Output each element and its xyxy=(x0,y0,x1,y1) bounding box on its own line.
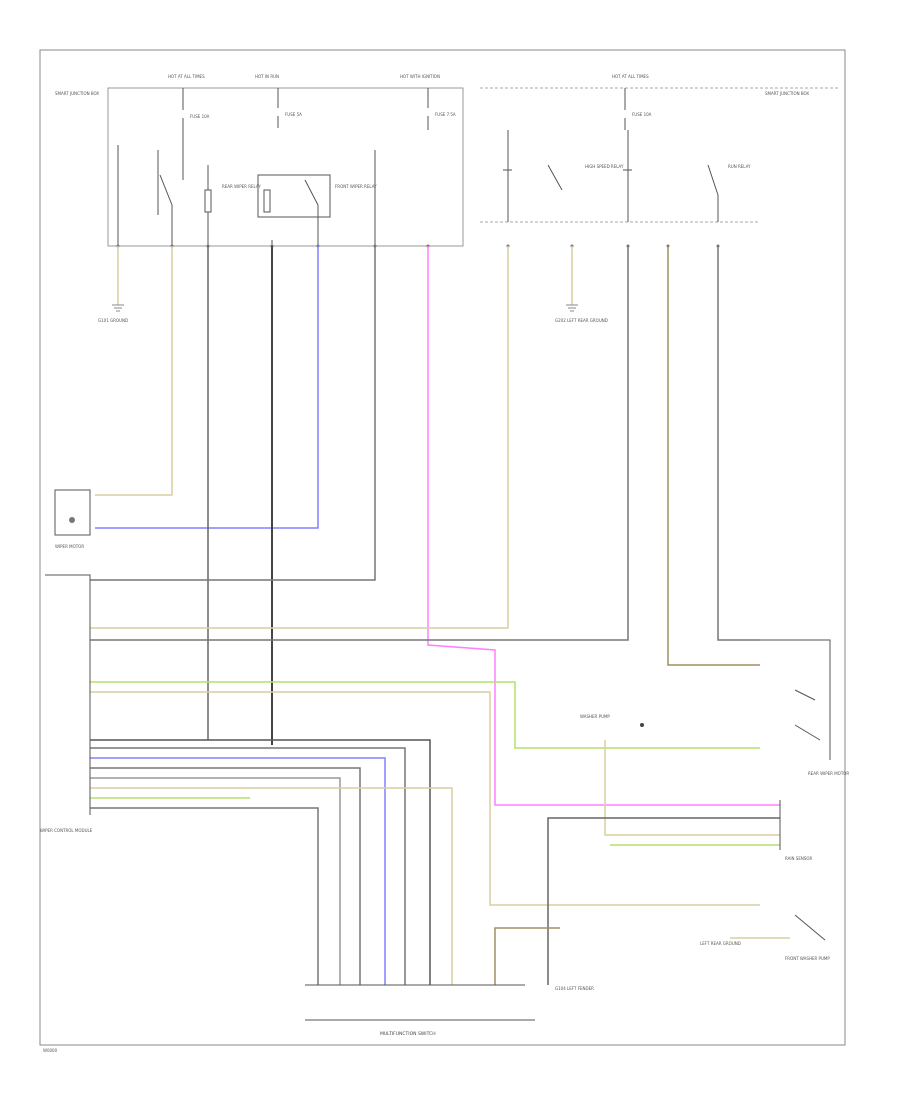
wire-grey-9 xyxy=(547,817,780,985)
left-sensor-label: LEFT REAR GROUND xyxy=(700,941,741,946)
wire-grey-7 xyxy=(90,777,341,985)
left-junction-box xyxy=(107,87,464,247)
wire-grey-8 xyxy=(90,807,319,985)
fuse-label-c: HOT WITH IGNITION xyxy=(400,74,440,79)
multifunction-switch-label: MULTIFUNCTION SWITCH xyxy=(380,1031,436,1037)
wire-dark-1 xyxy=(90,739,431,985)
wire-green-1 xyxy=(90,681,760,749)
module-label: WIPER CONTROL MODULE xyxy=(40,828,93,833)
relay-4-label: RUN RELAY xyxy=(728,164,751,169)
wiper-motor-icon xyxy=(69,517,75,523)
diagram-id: W0000 xyxy=(43,1048,58,1053)
rear-motor-connector xyxy=(760,639,831,760)
wire-tan-1 xyxy=(95,246,173,496)
multifunction-switch-body xyxy=(305,984,535,1021)
left-box-label: SMART JUNCTION BOX xyxy=(55,91,99,96)
relay-2-label: FRONT WIPER RELAY xyxy=(335,184,377,189)
wire-grey-3 xyxy=(90,246,629,641)
ground-1-label: G101 GROUND xyxy=(98,318,128,323)
fuse-label-d: HOT AT ALL TIMES xyxy=(612,74,649,79)
wire-blue-2 xyxy=(90,757,386,985)
fuse-1-label: FUSE 10A xyxy=(190,114,210,119)
wire-grey-5 xyxy=(90,747,406,985)
wire-grey-2 xyxy=(90,246,376,581)
wire-grey-6 xyxy=(90,767,361,985)
ground-symbols xyxy=(112,304,578,312)
fuse-3-label: FUSE 7.5A xyxy=(435,112,456,117)
wire-tan-3 xyxy=(90,691,760,906)
right-box-label: SMART JUNCTION BOX xyxy=(765,91,809,96)
ground-2-label: G202 LEFT REAR GROUND xyxy=(555,318,608,323)
diagram-frame xyxy=(39,49,846,1046)
wire-tan-4 xyxy=(90,787,453,985)
wiper-motor-body xyxy=(54,489,91,536)
fuse-2-label: FUSE 5A xyxy=(285,112,302,117)
fuse-label-a: HOT AT ALL TIMES xyxy=(168,74,205,79)
fuse-4-label: FUSE 10A xyxy=(632,112,652,117)
wires xyxy=(90,246,790,985)
washer-pump-label: WASHER PUMP xyxy=(580,714,610,719)
wire-olive xyxy=(667,246,760,666)
rain-sensor-label: RAIN SENSOR xyxy=(785,856,813,861)
wire-blue xyxy=(95,246,319,529)
wire-grey-4 xyxy=(717,246,760,641)
fuse-label-b: HOT IN RUN xyxy=(255,74,279,79)
relay-1-label: REAR WIPER RELAY xyxy=(222,184,261,189)
front-washer-label: FRONT WASHER PUMP xyxy=(785,956,830,961)
wire-pink xyxy=(427,246,780,806)
relay-switches: REAR WIPER RELAY FRONT WIPER RELAY HIGH … xyxy=(117,130,751,246)
washer-pump-node xyxy=(640,723,644,727)
ground-3-label: G104 LEFT FENDER xyxy=(555,986,594,991)
wire-tan-2 xyxy=(90,246,509,629)
wiper-motor-label: WIPER MOTOR xyxy=(55,544,84,549)
fuses: FUSE 10A FUSE 5A FUSE 7.5A FUSE 10A xyxy=(182,88,652,180)
relay-3-label: HIGH SPEED RELAY xyxy=(585,164,624,169)
rear-motor-label: REAR WIPER MOTOR xyxy=(808,771,849,776)
front-washer-switch xyxy=(794,914,826,941)
module-connector xyxy=(45,574,91,815)
wire-olive-2 xyxy=(494,927,560,985)
rear-motor-switch xyxy=(794,689,821,741)
right-junction-box xyxy=(480,87,840,223)
wire-tan-5 xyxy=(604,740,780,836)
